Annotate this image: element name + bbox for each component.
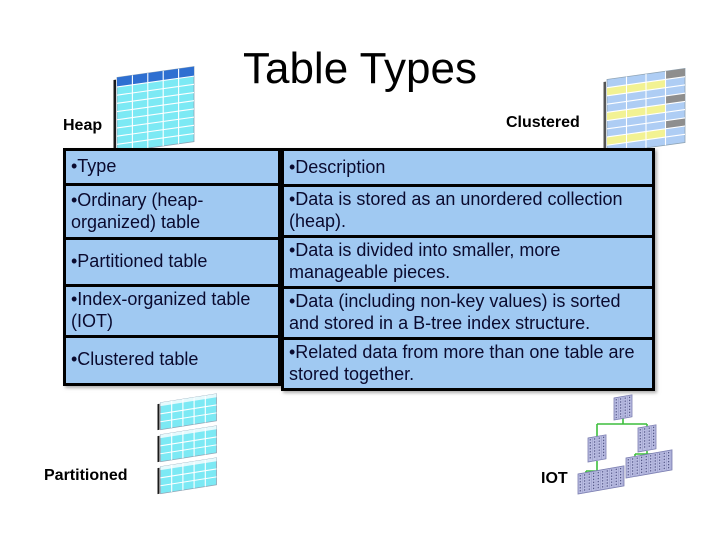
type-column-table: •Type •Ordinary (heap-organized) table •… [63,148,281,386]
btree-leaf-strip-right [625,449,673,479]
partitioned-table-icon-body [157,393,217,495]
type-cell-iot: •Index-organized table (IOT) [63,284,281,338]
heap-table-icon-body [113,66,195,153]
slide-title: Table Types [242,44,477,93]
iot-label: IOT [541,470,568,487]
description-header-cell: •Description [281,148,655,187]
table-row: •Related data from more than one table a… [281,336,655,391]
table-row: •Clustered table [63,334,281,386]
partitioned-label: Partitioned [44,467,128,484]
clustered-label: Clustered [506,114,580,131]
description-cell-partitioned: •Data is divided into smaller, more mana… [281,234,655,289]
table-row: •Description [281,148,655,187]
table-row: •Data (including non-key values) is sort… [281,285,655,340]
description-cell-clustered: •Related data from more than one table a… [281,336,655,391]
table-row: •Data is stored as an unordered collecti… [281,184,655,238]
btree-branch-block-left [587,434,607,463]
table-row: •Data is divided into smaller, more mana… [281,234,655,289]
type-cell-clustered: •Clustered table [63,334,281,386]
description-cell-iot: •Data (including non-key values) is sort… [281,285,655,340]
table-row: •Partitioned table [63,237,281,287]
type-header-cell: •Type [63,148,281,186]
description-column-table: •Description •Data is stored as an unord… [281,148,655,391]
table-row: •Ordinary (heap-organized) table [63,183,281,240]
iot-btree-icon [577,394,673,495]
btree-leaf-strip-left [577,465,625,495]
btree-root-block [613,394,633,421]
heap-label: Heap [63,117,103,134]
type-cell-ordinary: •Ordinary (heap-organized) table [63,183,281,240]
type-cell-partitioned: •Partitioned table [63,237,281,287]
partitioned-table-icon [157,393,217,495]
description-cell-heap: •Data is stored as an unordered collecti… [281,184,655,238]
table-row: •Type [63,148,281,186]
btree-branch-block-right [637,424,657,453]
heap-table-icon [113,66,195,153]
table-row: •Index-organized table (IOT) [63,284,281,338]
clustered-table-icon [603,68,686,155]
clustered-table-icon-body [603,68,686,155]
